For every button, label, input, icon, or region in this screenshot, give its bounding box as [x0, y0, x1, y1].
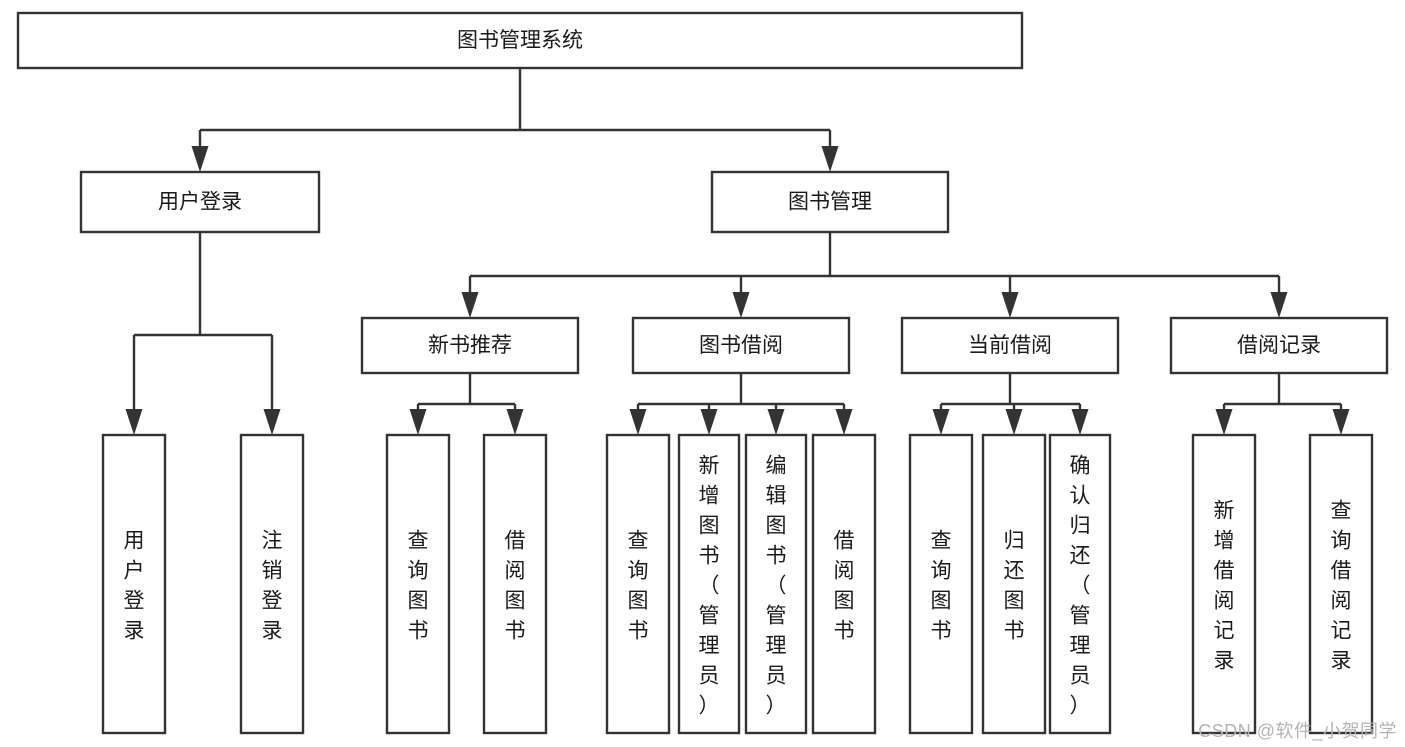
node-leaf-user-login[interactable]: 用户登录	[101, 433, 167, 735]
node-leaf-borrow-book-1[interactable]: 借阅图书	[482, 433, 548, 735]
node-label: 查询图书	[628, 529, 649, 642]
node-leaf-borrow-book-2[interactable]: 借阅图书	[811, 433, 877, 735]
node-label: 用户登录	[124, 529, 145, 642]
node-label: 确认归还（管理员）	[1070, 454, 1091, 717]
node-current-borrow[interactable]: 当前借阅	[900, 316, 1120, 375]
arrow-head-icon	[461, 292, 479, 318]
arrow-head-icon	[932, 409, 950, 435]
node-leaf-return-book[interactable]: 归还图书	[981, 433, 1047, 735]
node-box	[1191, 433, 1257, 735]
arrow-head-icon	[1270, 292, 1288, 318]
node-box	[101, 433, 167, 735]
node-leaf-edit-book[interactable]: 编辑图书（管理员）	[744, 433, 808, 735]
node-label: 借阅图书	[834, 529, 855, 642]
node-layer: 图书管理系统用户登录图书管理新书推荐图书借阅当前借阅借阅记录用户登录注销登录查询…	[16, 11, 1389, 735]
node-new-book-rec[interactable]: 新书推荐	[360, 316, 580, 375]
node-box	[744, 433, 808, 735]
node-label: 新增图书（管理员）	[699, 454, 720, 717]
node-label: 查询图书	[931, 529, 952, 642]
arrow-head-icon	[125, 409, 143, 435]
connector-layer	[125, 68, 1350, 435]
node-box	[482, 433, 548, 735]
node-label: 当前借阅	[968, 334, 1052, 357]
node-label: 查询图书	[408, 529, 429, 642]
node-label: 借阅图书	[505, 529, 526, 642]
node-box	[631, 316, 851, 375]
arrow-head-icon	[1005, 409, 1023, 435]
node-root[interactable]: 图书管理系统	[16, 11, 1024, 70]
node-box	[16, 11, 1024, 70]
node-book-borrow[interactable]: 图书借阅	[631, 316, 851, 375]
node-box	[710, 170, 950, 234]
node-leaf-query-book-3[interactable]: 查询图书	[908, 433, 974, 735]
node-leaf-query-record[interactable]: 查询借阅记录	[1308, 433, 1374, 735]
node-label: 查询借阅记录	[1331, 499, 1352, 672]
node-leaf-confirm-return[interactable]: 确认归还（管理员）	[1048, 433, 1112, 735]
node-label: 编辑图书（管理员）	[766, 454, 787, 717]
node-label: 新书推荐	[428, 334, 512, 357]
node-label: 归还图书	[1004, 529, 1025, 642]
node-leaf-logout[interactable]: 注销登录	[239, 433, 305, 735]
node-box	[79, 170, 321, 234]
node-box	[981, 433, 1047, 735]
arrow-head-icon	[732, 292, 750, 318]
node-box	[900, 316, 1120, 375]
node-leaf-query-book-1[interactable]: 查询图书	[385, 433, 451, 735]
node-leaf-add-record[interactable]: 新增借阅记录	[1191, 433, 1257, 735]
node-box	[385, 433, 451, 735]
node-box	[605, 433, 671, 735]
node-box	[677, 433, 741, 735]
node-box	[360, 316, 580, 375]
arrow-head-icon	[1001, 292, 1019, 318]
node-box	[1169, 316, 1389, 375]
arrow-head-icon	[506, 409, 524, 435]
node-label: 借阅记录	[1237, 334, 1321, 357]
arrow-head-icon	[409, 409, 427, 435]
node-leaf-query-book-2[interactable]: 查询图书	[605, 433, 671, 735]
node-box	[908, 433, 974, 735]
node-leaf-add-book[interactable]: 新增图书（管理员）	[677, 433, 741, 735]
node-label: 图书管理	[788, 191, 872, 214]
node-label: 用户登录	[158, 191, 242, 214]
node-book-mgmt[interactable]: 图书管理	[710, 170, 950, 234]
node-box	[811, 433, 877, 735]
node-label: 图书管理系统	[457, 29, 583, 52]
arrow-head-icon	[835, 409, 853, 435]
node-borrow-record[interactable]: 借阅记录	[1169, 316, 1389, 375]
arrow-head-icon	[1215, 409, 1233, 435]
arrow-head-icon	[1071, 409, 1089, 435]
node-user-login[interactable]: 用户登录	[79, 170, 321, 234]
arrow-head-icon	[821, 146, 839, 172]
arrow-head-icon	[629, 409, 647, 435]
node-label: 注销登录	[262, 529, 283, 642]
node-box	[1308, 433, 1374, 735]
node-label: 新增借阅记录	[1214, 499, 1235, 672]
csdn-watermark: CSDN @软件_小贺同学	[1198, 721, 1397, 741]
node-box	[1048, 433, 1112, 735]
arrow-head-icon	[263, 409, 281, 435]
arrow-head-icon	[767, 409, 785, 435]
node-label: 图书借阅	[699, 334, 783, 357]
node-box	[239, 433, 305, 735]
arrow-head-icon	[1332, 409, 1350, 435]
arrow-head-icon	[191, 146, 209, 172]
arrow-head-icon	[700, 409, 718, 435]
